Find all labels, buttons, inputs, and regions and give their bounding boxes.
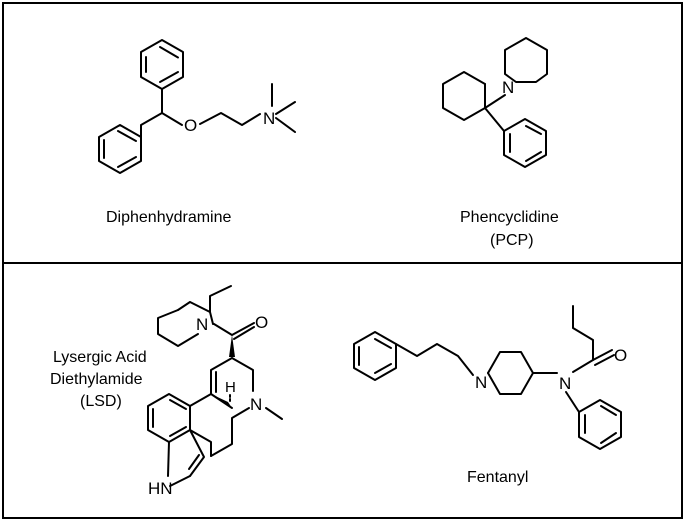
fentanyl-n-phenyl-ring: [578, 399, 622, 450]
lsd-amide-nitrogen: N: [196, 315, 208, 334]
lsd-label-line2: Diethylamide: [50, 371, 143, 388]
diphenhydramine-chain: [140, 88, 296, 138]
fentanyl-piperidine-ring: [487, 351, 534, 395]
lsd-label-line3: (LSD): [80, 393, 122, 410]
fentanyl-piperidine-nitrogen: N: [475, 373, 487, 392]
phenyl-ring: [503, 118, 547, 168]
cyclohexane-ring: [442, 71, 486, 121]
diphenhydramine-nitrogen: N: [263, 109, 275, 128]
phencyclidine-label-line1: Phencyclidine: [460, 209, 559, 226]
lsd-indole-nh: HN: [148, 479, 173, 498]
piperidine-ring: [504, 37, 548, 83]
fentanyl-amide-nitrogen: N: [559, 374, 571, 393]
fentanyl-label: Fentanyl: [467, 469, 528, 486]
phencyclidine-nitrogen: N: [502, 78, 514, 97]
top-panel: [2, 2, 683, 264]
diphenhydramine-structure: O N: [98, 39, 296, 174]
lsd-wedge-bond: [229, 335, 235, 357]
phencyclidine-label-line2: (PCP): [490, 232, 534, 249]
bottom-panel: [2, 262, 683, 519]
phencyclidine-structure: N: [442, 37, 548, 168]
lsd-label-line1: Lysergic Acid: [53, 349, 147, 366]
lsd-benzene-ring: [147, 393, 191, 443]
diphenhydramine-label: Diphenhydramine: [106, 209, 232, 226]
lsd-carbonyl-oxygen: O: [255, 313, 268, 332]
diphenhydramine-oxygen: O: [184, 116, 197, 135]
fentanyl-structure: N N O: [353, 305, 627, 450]
lsd-stereo-hydrogen: H: [225, 379, 236, 396]
lsd-ring-nitrogen: N: [250, 395, 262, 414]
fentanyl-carbonyl-oxygen: O: [614, 346, 627, 365]
lsd-structure: N O N H HN: [147, 285, 283, 498]
